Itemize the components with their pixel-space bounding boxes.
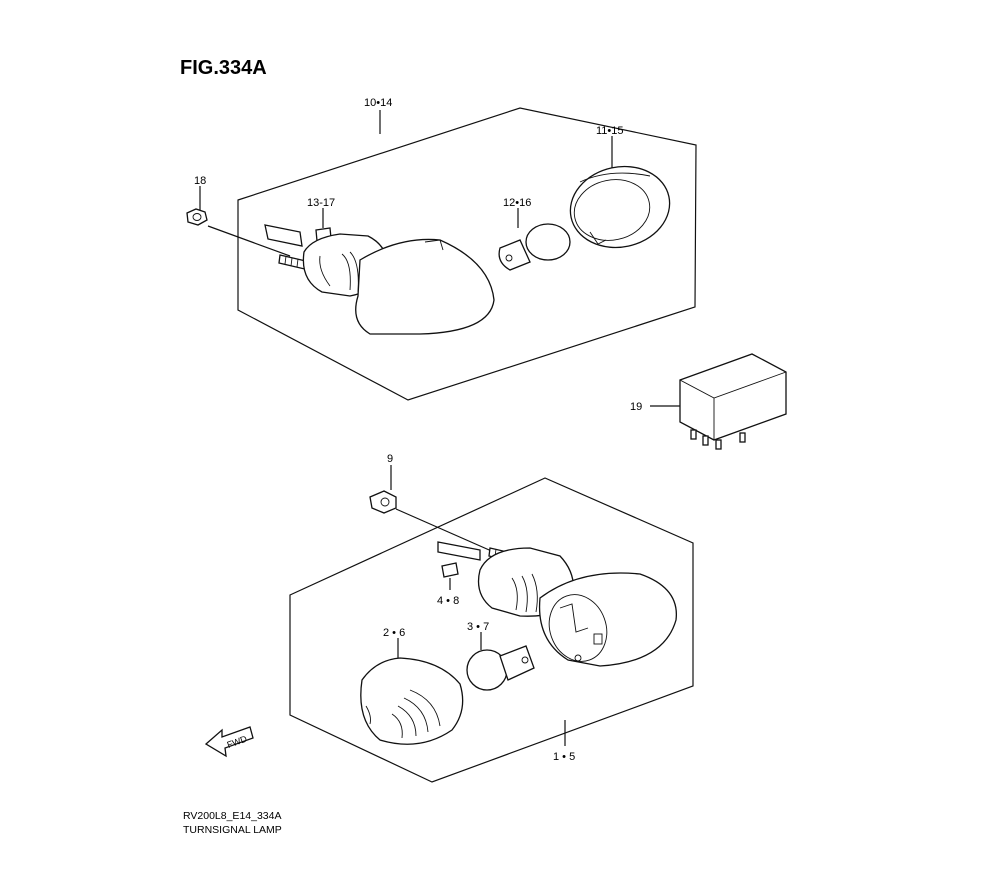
forward-arrow-icon: FWD (204, 726, 254, 758)
figure-caption: TURNSIGNAL LAMP (183, 824, 282, 836)
callout-label: 9 (387, 453, 393, 465)
lens-lower-part (360, 657, 464, 745)
figure-title: FIG.334A (180, 57, 267, 79)
lower-group-box (289, 477, 694, 783)
callout-bulb-upper[interactable]: 12•16 (503, 197, 531, 228)
callout-nut-lower[interactable]: 9 (387, 453, 393, 490)
nut-lower-part (369, 490, 497, 554)
callout-bulb-lower[interactable]: 3 • 7 (467, 621, 489, 650)
callout-label: 11•15 (596, 125, 624, 137)
rubber-lower-part (441, 562, 459, 578)
callout-rubber-upper[interactable]: 13-17 (307, 197, 335, 228)
callout-label: 1 • 5 (553, 751, 575, 763)
callout-relay[interactable]: 19 (630, 401, 680, 413)
callout-front-lamp-assy[interactable]: 10•14 (364, 97, 392, 134)
lens-upper-part (569, 165, 671, 249)
callout-label: 4 • 8 (437, 595, 459, 607)
callout-lamp-assy-lower[interactable]: 1 • 5 (553, 720, 575, 763)
relay-part (679, 353, 787, 450)
lamp-housing-upper-part (264, 224, 495, 335)
upper-group-box (237, 107, 697, 401)
callout-rear-lamp-lens[interactable]: 11•15 (596, 125, 624, 168)
bulb-lower-part (466, 645, 535, 691)
callout-label: 2 • 6 (383, 627, 405, 639)
drawing-code: RV200L8_E14_334A (183, 810, 281, 822)
callout-label: 19 (630, 401, 642, 413)
callout-nut-upper[interactable]: 18 (194, 175, 206, 210)
callout-label: 18 (194, 175, 206, 187)
lamp-housing-lower-part (437, 541, 677, 667)
callout-label: 3 • 7 (467, 621, 489, 633)
callout-label: 10•14 (364, 97, 392, 109)
callout-rubber-lower[interactable]: 4 • 8 (437, 578, 459, 607)
callout-lens-lower[interactable]: 2 • 6 (383, 627, 405, 660)
callout-label: 13-17 (307, 197, 335, 209)
nut-upper-part (186, 208, 291, 257)
bulb-upper-part (498, 223, 571, 271)
callout-label: 12•16 (503, 197, 531, 209)
